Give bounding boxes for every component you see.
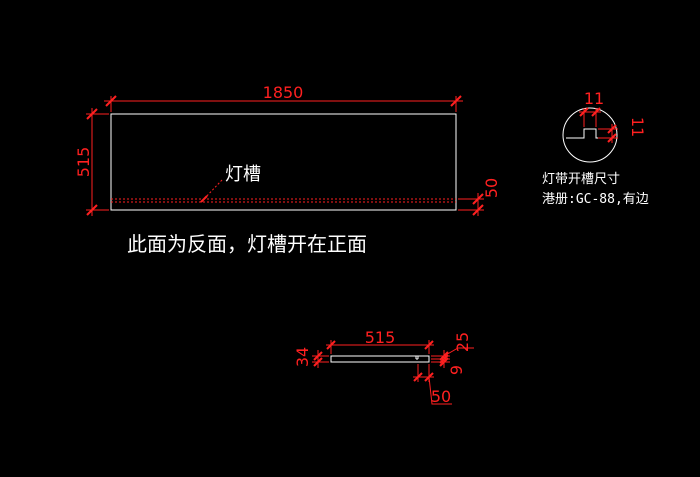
- side-view-outline: [330, 355, 430, 363]
- dimension-11-width-label: 11: [584, 89, 604, 108]
- dimension-50-groove: 50: [458, 178, 501, 216]
- dimension-11-width: 11: [579, 89, 604, 127]
- dimension-515-horizontal: 515: [326, 328, 434, 354]
- dimension-50-side: 50: [413, 364, 452, 406]
- dimension-34-label: 34: [293, 347, 312, 367]
- dimension-9-label: 9: [447, 365, 466, 375]
- dimension-25-9: 25 9: [431, 332, 474, 375]
- dimension-515-vertical-label: 515: [74, 147, 93, 178]
- dimension-1850: 1850: [104, 83, 463, 112]
- detail-circle: [562, 107, 618, 163]
- dimension-11-depth: 11: [598, 117, 647, 143]
- groove-detail: 11 11 灯带开槽尺寸 港册:GC-88,有边: [542, 89, 649, 207]
- dimension-11-depth-label: 11: [628, 117, 647, 137]
- detail-title: 灯带开槽尺寸: [542, 172, 620, 187]
- panel-outline: [110, 113, 457, 211]
- groove-label: 灯槽: [225, 164, 261, 185]
- dimension-25-label: 25: [453, 332, 472, 352]
- front-view-note: 此面为反面，灯槽开在正面: [127, 232, 367, 256]
- dimension-515-horizontal-label: 515: [365, 328, 396, 347]
- side-view: 515 34 50: [293, 328, 474, 406]
- dimension-50-groove-label: 50: [482, 178, 501, 198]
- dimension-1850-label: 1850: [263, 83, 304, 102]
- front-view: 1850 515 50 灯槽 此面为反面，灯槽开在正面: [74, 83, 501, 256]
- detail-spec: 港册:GC-88,有边: [542, 192, 649, 207]
- dimension-34: 34: [293, 347, 329, 368]
- dimension-515-vertical: 515: [74, 108, 109, 216]
- groove-leader: 灯槽: [200, 164, 261, 203]
- dimension-50-side-label: 50: [431, 387, 451, 406]
